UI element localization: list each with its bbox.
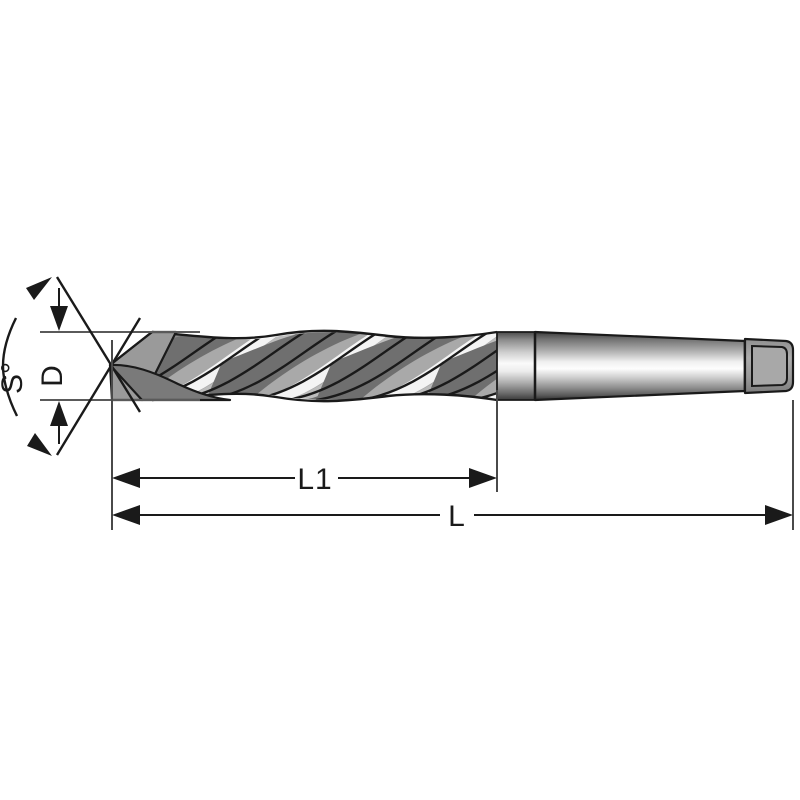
angle-arrowhead-upper xyxy=(26,277,52,300)
point-angle-lines xyxy=(55,276,142,456)
morse-taper-shank xyxy=(533,330,747,402)
tang-inner-face xyxy=(751,344,788,388)
drill-shank-assembly xyxy=(496,330,795,402)
flute-length-label: L1 xyxy=(297,463,332,496)
top-scallop xyxy=(150,332,497,340)
drill-point-tip xyxy=(108,330,232,402)
diameter-gauge-lines xyxy=(40,331,200,401)
angle-line-upper xyxy=(55,276,142,413)
overall-length-dimension: L xyxy=(112,500,793,533)
overall-length-label: L xyxy=(448,500,466,533)
diameter-arrowhead-bottom xyxy=(50,401,68,426)
flute-silhouette-outline xyxy=(151,329,498,403)
flute-silhouette-shade xyxy=(150,332,497,400)
diameter-label: D xyxy=(36,365,69,387)
drill-flute-body xyxy=(108,329,498,403)
tip-lip-edge xyxy=(109,331,153,366)
flute-length-dimension: L1 xyxy=(112,463,497,496)
angle-arrowhead-lower xyxy=(27,433,52,456)
angle-label: S° xyxy=(0,362,29,394)
l-arrowhead-right xyxy=(765,505,793,525)
diameter-arrowhead-top xyxy=(50,306,68,331)
angle-arc-upper xyxy=(1,317,18,367)
tip-facet-lower xyxy=(108,363,232,402)
drill-neck xyxy=(496,331,536,401)
flute-dark xyxy=(316,332,482,400)
bottom-scallop xyxy=(150,393,497,400)
angle-line-lower xyxy=(55,317,142,456)
flute-dark xyxy=(206,332,372,400)
l1-arrowhead-right xyxy=(469,468,497,488)
flute-dark xyxy=(426,332,497,400)
l-arrowhead-left xyxy=(112,505,140,525)
point-angle-arc-dimension: S° xyxy=(0,277,52,456)
diameter-dimension: D xyxy=(36,288,69,444)
angle-arc-lower xyxy=(1,365,19,417)
l1-arrowhead-left xyxy=(112,468,140,488)
extension-lines xyxy=(111,340,794,530)
